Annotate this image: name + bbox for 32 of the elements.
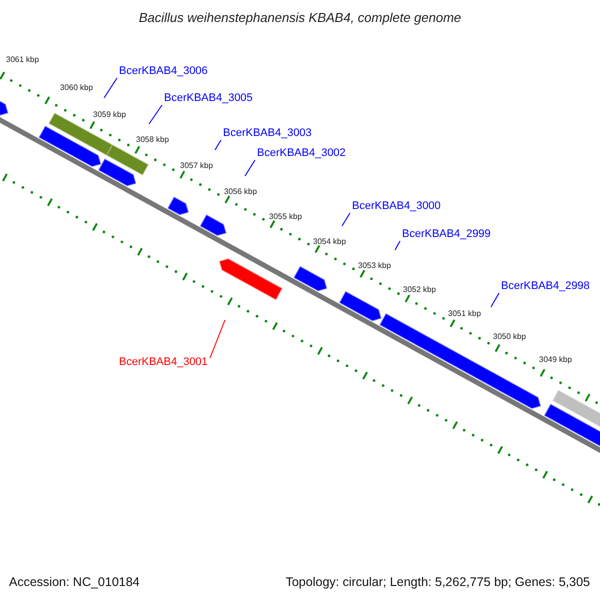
scale-label: 3051 kbp — [448, 310, 481, 318]
leader-line — [148, 104, 162, 124]
scale-label: 3053 kbp — [358, 262, 391, 270]
gene-label: BcerKBAB4_3002 — [257, 148, 346, 159]
gene-label: BcerKBAB4_3006 — [119, 66, 208, 77]
scale-label: 3050 kbp — [493, 333, 526, 341]
scale-label: 3057 kbp — [180, 162, 213, 170]
gene-label: BcerKBAB4_3000 — [352, 201, 441, 212]
leader-line — [490, 292, 500, 308]
leader-line — [244, 160, 256, 176]
leader-line — [210, 320, 226, 358]
accession-text: Accession: NC_010184 — [9, 576, 140, 588]
scale-label: 3055 kbp — [269, 213, 302, 221]
leader-line — [394, 240, 400, 250]
leader-line — [104, 78, 118, 98]
gene-label: BcerKBAB4_3001 — [119, 357, 208, 368]
gene-label: BcerKBAB4_3003 — [223, 128, 312, 139]
scale-label: 3060 kbp — [60, 84, 93, 92]
leader-line — [214, 140, 222, 150]
scale-label: 3049 kbp — [539, 356, 572, 364]
gene-label: BcerKBAB4_2998 — [501, 281, 590, 292]
gene-label: BcerKBAB4_3005 — [164, 93, 253, 104]
gene-label: BcerKBAB4_2999 — [402, 229, 491, 240]
scale-label: 3058 kbp — [136, 136, 169, 144]
scale-label: 3061 kbp — [6, 56, 39, 64]
leader-line — [342, 212, 350, 226]
scale-label: 3056 kbp — [224, 188, 257, 196]
scale-label: 3054 kbp — [313, 238, 346, 246]
scale-label: 3059 kbp — [93, 111, 126, 119]
genome-info-text: Topology: circular; Length: 5,262,775 bp; Genes: 5,305 — [286, 576, 590, 588]
scale-label: 3052 kbp — [403, 286, 436, 294]
title: Bacillus weihenstephanensis KBAB4, complete genome — [138, 11, 462, 24]
